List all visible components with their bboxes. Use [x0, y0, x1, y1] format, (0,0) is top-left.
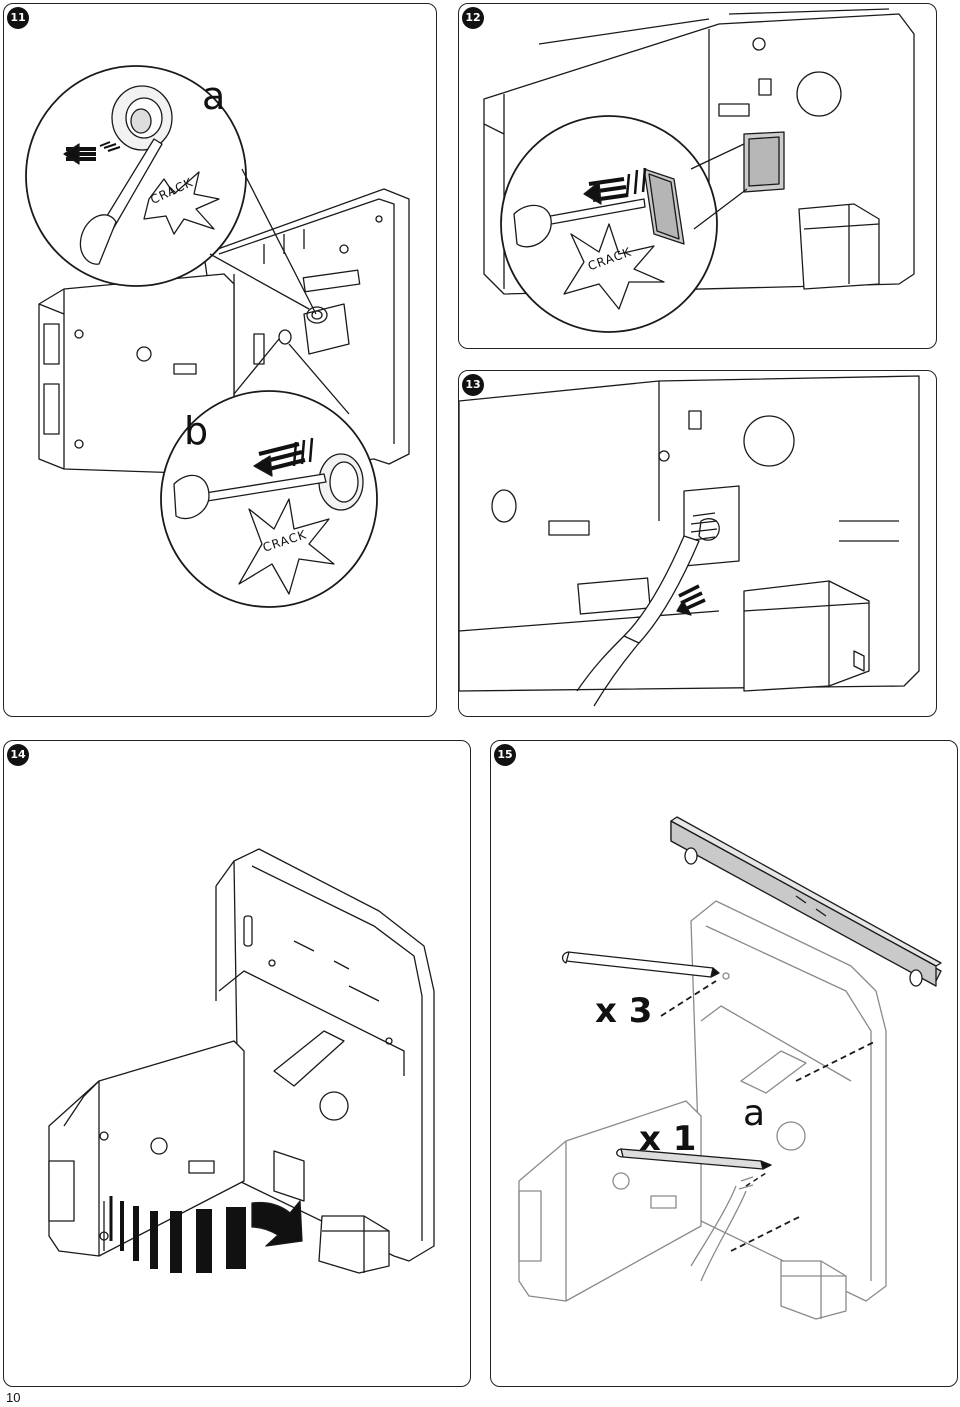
step-12-illustration	[483, 8, 915, 333]
step-11-badge: 11	[7, 7, 29, 29]
step-15-count-bottom: x 1	[639, 1119, 697, 1159]
step-11-label-a: a	[202, 74, 226, 118]
step-11-label-b: b	[184, 409, 209, 453]
step-13-badge: 13	[462, 374, 484, 396]
step-11-illustration	[25, 65, 410, 608]
step-12-panel: 12 CRACK	[458, 3, 937, 349]
step-13-illustration	[459, 375, 920, 707]
step-14-panel: 14	[3, 740, 471, 1387]
step-12-badge: 12	[462, 7, 484, 29]
page-number: 10	[6, 1390, 21, 1405]
step-15-illustration	[518, 816, 942, 1320]
step-14-illustration	[48, 848, 435, 1274]
step-15-badge: 15	[494, 744, 516, 766]
step-13-panel: 13	[458, 370, 937, 717]
step-15-panel: 15	[490, 740, 958, 1387]
step-15-label-a: a	[743, 1093, 766, 1134]
step-11-panel: 11	[3, 3, 437, 717]
step-14-badge: 14	[7, 744, 29, 766]
step-15-count-top: x 3	[595, 991, 653, 1031]
